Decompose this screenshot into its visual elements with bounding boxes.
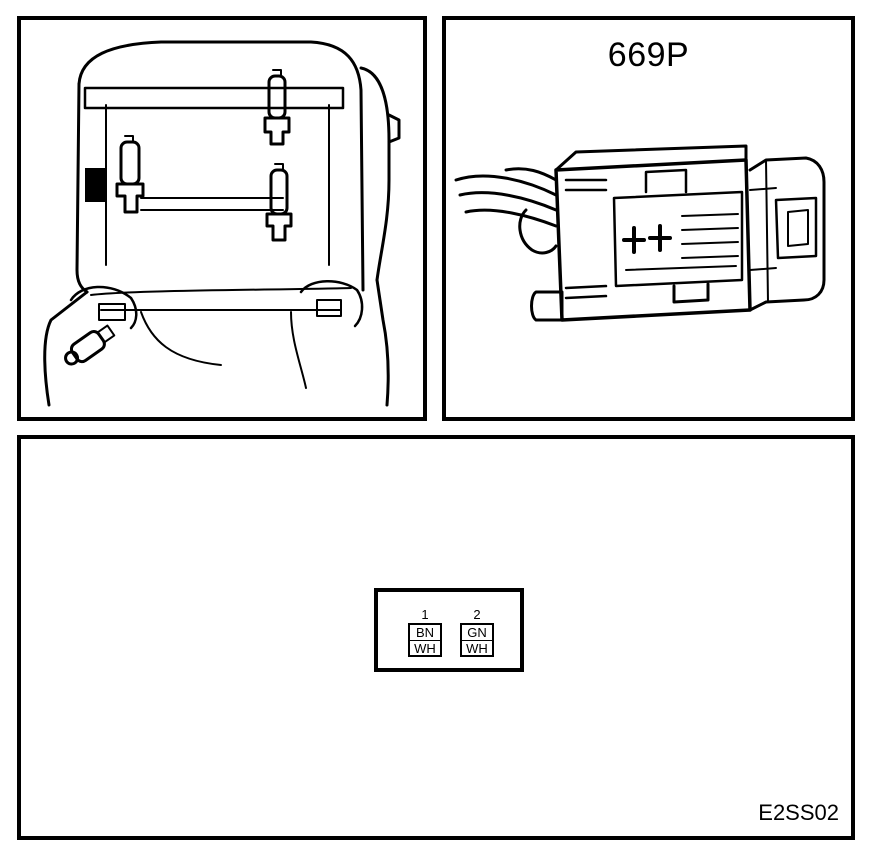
seat-frame-illustration bbox=[43, 40, 401, 407]
connector-title: 669P bbox=[607, 36, 690, 74]
pin-2-wire-color-stripe: WH bbox=[466, 641, 488, 656]
pin-2-wire-color-primary: GN bbox=[462, 625, 492, 641]
diagram-code: E2SS02 bbox=[758, 800, 839, 825]
pin-number: 1 bbox=[421, 607, 429, 622]
connector-illustration bbox=[454, 144, 826, 322]
seat-location-panel bbox=[17, 16, 427, 421]
pin-1-cell: BN WH bbox=[408, 623, 442, 657]
pin-2-cell: GN WH bbox=[460, 623, 494, 657]
pin-number: 2 bbox=[473, 607, 481, 622]
connector-face: 1 BN WH 2 GN WH bbox=[374, 588, 524, 672]
connector-panel: 669P bbox=[442, 16, 855, 421]
connector-location-marker bbox=[85, 168, 105, 202]
pinout-panel: 1 BN WH 2 GN WH E2SS02 bbox=[17, 435, 855, 840]
pin-1-wire-color-stripe: WH bbox=[414, 641, 436, 656]
pin-1-wire-color-primary: BN bbox=[410, 625, 440, 641]
